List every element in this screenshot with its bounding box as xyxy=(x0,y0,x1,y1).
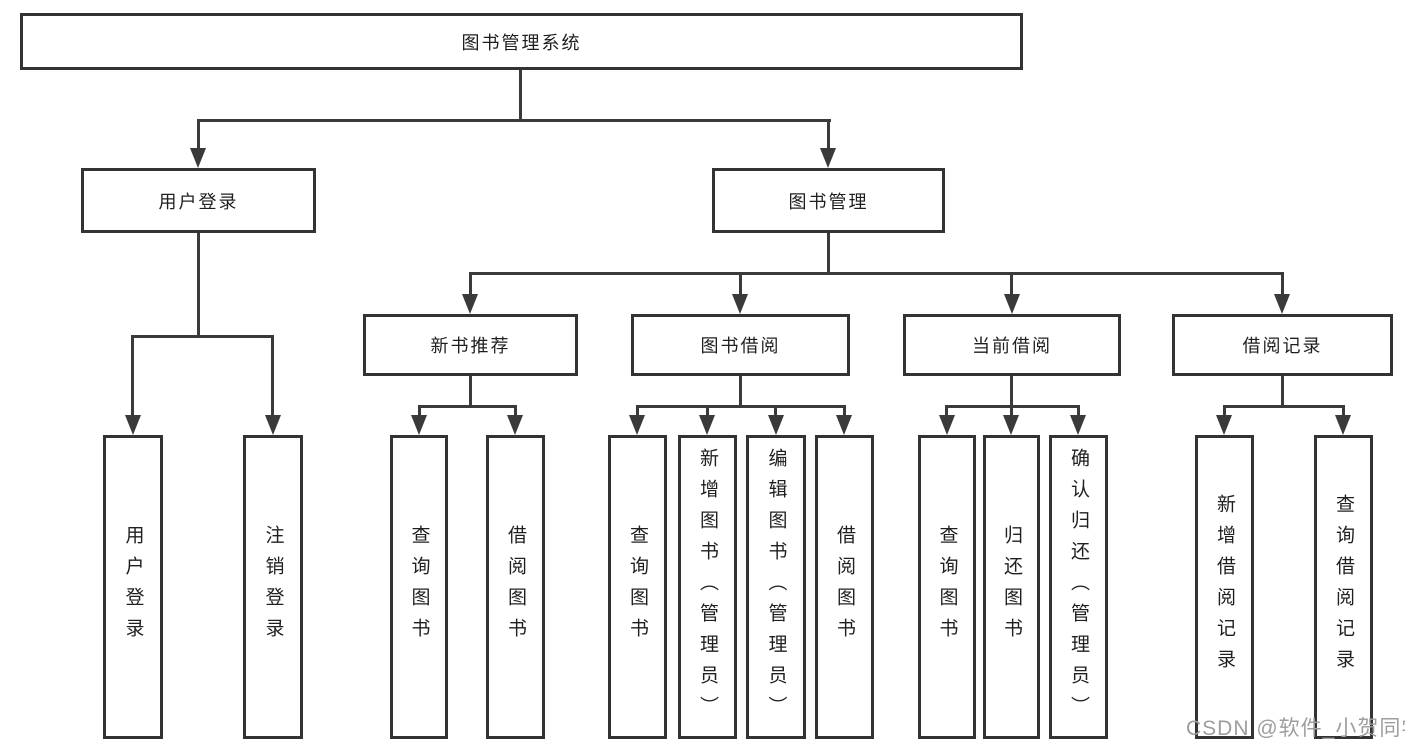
leaf-recommend-borrow-book: 借阅图书 xyxy=(486,435,545,739)
connector-borrow-stem-3 xyxy=(774,405,777,418)
connector-borrow-stem-1 xyxy=(636,405,639,418)
connector-root-stem-manage xyxy=(827,119,830,152)
arrow-down-icon xyxy=(190,148,206,168)
node-book-borrow: 图书借阅 xyxy=(631,314,850,376)
leaf-add-borrow-record-label: 新增借阅记录 xyxy=(1214,494,1235,680)
connector-record-stub xyxy=(1281,376,1284,408)
leaf-edit-book-admin: 编辑图书（管理员） xyxy=(746,435,806,739)
leaf-query-borrow-record-label: 查询借阅记录 xyxy=(1333,494,1354,680)
node-user-login-label: 用户登录 xyxy=(158,191,239,212)
leaf-return-book-label: 归还图书 xyxy=(1001,525,1022,649)
node-root: 图书管理系统 xyxy=(20,13,1023,70)
leaf-borrow-query-book-label: 查询图书 xyxy=(627,525,648,649)
connector-manage-stub xyxy=(827,233,830,275)
node-new-book-recommend: 新书推荐 xyxy=(363,314,578,376)
leaf-query-borrow-record: 查询借阅记录 xyxy=(1314,435,1373,739)
connector-login-elbow xyxy=(131,335,274,338)
connector-root-stub xyxy=(519,70,522,122)
leaf-confirm-return-admin-label: 确认归还（管理员） xyxy=(1068,447,1089,727)
node-borrow-record: 借阅记录 xyxy=(1172,314,1393,376)
arrow-down-icon xyxy=(411,415,427,435)
arrow-down-icon xyxy=(1004,294,1020,314)
leaf-add-book-admin: 新增图书（管理员） xyxy=(678,435,737,739)
arrow-down-icon xyxy=(265,415,281,435)
connector-recommend-elbow xyxy=(418,405,517,408)
node-user-login: 用户登录 xyxy=(81,168,316,233)
arrow-down-icon xyxy=(768,415,784,435)
leaf-logout-label: 注销登录 xyxy=(262,525,284,649)
connector-manage-stem-4 xyxy=(1281,272,1284,297)
connector-manage-stem-3 xyxy=(1010,272,1013,297)
connector-login-stem-1 xyxy=(131,335,134,418)
connector-borrow-stem-2 xyxy=(706,405,709,418)
arrow-down-icon xyxy=(629,415,645,435)
leaf-recommend-query-book-label: 查询图书 xyxy=(408,525,430,649)
connector-record-stem-1 xyxy=(1223,405,1226,418)
connector-current-stem-2 xyxy=(1010,405,1013,418)
leaf-confirm-return-admin: 确认归还（管理员） xyxy=(1049,435,1108,739)
connector-recommend-stub xyxy=(469,376,472,408)
connector-current-stub xyxy=(1010,376,1013,408)
connector-current-stem-1 xyxy=(945,405,948,418)
leaf-add-borrow-record: 新增借阅记录 xyxy=(1195,435,1254,739)
connector-recommend-stem-2 xyxy=(514,405,517,418)
arrow-down-icon xyxy=(1216,415,1232,435)
node-current-borrow: 当前借阅 xyxy=(903,314,1121,376)
leaf-recommend-borrow-book-label: 借阅图书 xyxy=(505,525,526,649)
watermark: CSDN @软件_小贺同学 xyxy=(1186,717,1405,740)
connector-root-elbow xyxy=(197,119,831,122)
leaf-return-book: 归还图书 xyxy=(983,435,1040,739)
connector-borrow-stub xyxy=(739,376,742,408)
leaf-current-query-book: 查询图书 xyxy=(918,435,976,739)
node-current-borrow-label: 当前借阅 xyxy=(972,336,1052,356)
arrow-down-icon xyxy=(939,415,955,435)
leaf-logout: 注销登录 xyxy=(243,435,303,739)
connector-login-stem-2 xyxy=(271,335,274,418)
arrow-down-icon xyxy=(462,294,478,314)
node-book-borrow-label: 图书借阅 xyxy=(700,336,781,356)
arrow-down-icon xyxy=(1070,415,1086,435)
node-book-manage-label: 图书管理 xyxy=(788,191,869,212)
connector-manage-stem-1 xyxy=(469,272,472,297)
connector-record-elbow xyxy=(1223,405,1345,408)
connector-borrow-elbow xyxy=(636,405,846,408)
leaf-current-query-book-label: 查询图书 xyxy=(936,525,958,649)
leaf-user-login-label: 用户登录 xyxy=(122,525,144,649)
connector-borrow-stem-4 xyxy=(843,405,846,418)
node-borrow-record-label: 借阅记录 xyxy=(1242,336,1323,356)
node-new-book-recommend-label: 新书推荐 xyxy=(430,336,511,356)
connector-recommend-stem-1 xyxy=(418,405,421,418)
arrow-down-icon xyxy=(732,294,748,314)
arrow-down-icon xyxy=(820,148,836,168)
arrow-down-icon xyxy=(1003,415,1019,435)
connector-manage-elbow xyxy=(469,272,1283,275)
leaf-borrow-query-book: 查询图书 xyxy=(608,435,667,739)
node-book-manage: 图书管理 xyxy=(712,168,945,233)
arrow-down-icon xyxy=(125,415,141,435)
connector-manage-stem-2 xyxy=(739,272,742,297)
leaf-user-login: 用户登录 xyxy=(103,435,163,739)
connector-record-stem-2 xyxy=(1342,405,1345,418)
leaf-borrow-book-label: 借阅图书 xyxy=(834,525,855,649)
leaf-borrow-book: 借阅图书 xyxy=(815,435,874,739)
arrow-down-icon xyxy=(836,415,852,435)
leaf-edit-book-admin-label: 编辑图书（管理员） xyxy=(765,447,787,727)
arrow-down-icon xyxy=(507,415,523,435)
leaf-add-book-admin-label: 新增图书（管理员） xyxy=(697,447,718,727)
arrow-down-icon xyxy=(699,415,715,435)
arrow-down-icon xyxy=(1335,415,1351,435)
leaf-recommend-query-book: 查询图书 xyxy=(390,435,448,739)
arrow-down-icon xyxy=(1274,294,1290,314)
connector-login-stub xyxy=(197,233,200,338)
node-root-label: 图书管理系统 xyxy=(461,32,582,53)
connector-root-stem-login xyxy=(197,119,200,152)
connector-current-stem-3 xyxy=(1077,405,1080,418)
